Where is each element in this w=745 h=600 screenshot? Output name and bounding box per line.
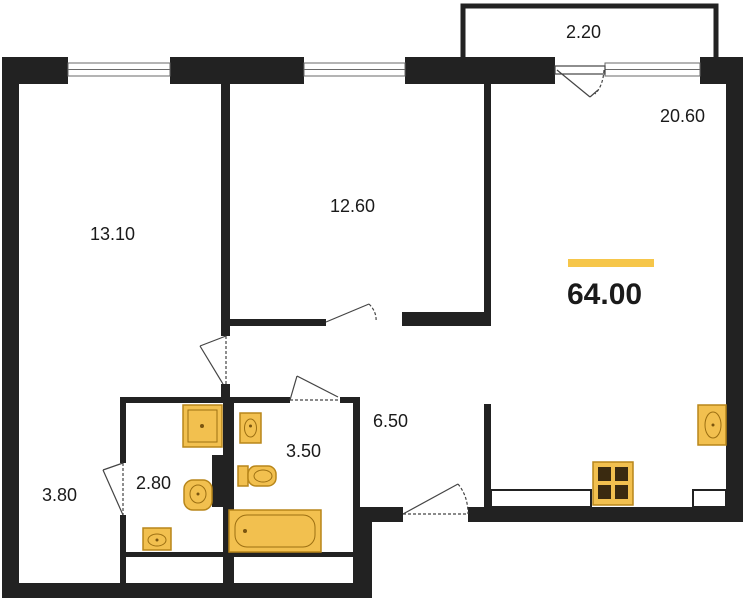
wall-north-segment xyxy=(170,57,304,84)
shower-tray-icon xyxy=(182,404,223,448)
windows xyxy=(67,62,701,77)
kitchen-counter xyxy=(490,489,592,508)
sink-icon xyxy=(239,412,262,444)
wall-living-south-divider xyxy=(484,404,491,522)
kitchen-counters xyxy=(490,489,727,508)
wall-north-segment xyxy=(2,57,68,84)
door-entry xyxy=(402,483,469,515)
wall-bedroom-2-south xyxy=(230,319,326,326)
hallway-area-label: 6.50 xyxy=(373,411,408,431)
living-area-label: 20.60 xyxy=(660,106,705,126)
balcony-area-label: 2.20 xyxy=(566,22,601,42)
window-bedroom-2 xyxy=(303,62,406,77)
door-bathroom xyxy=(289,375,340,401)
corridor-area-label: 3.80 xyxy=(42,485,77,505)
outer-walls xyxy=(2,57,743,598)
toilet-bowl-icon xyxy=(237,465,277,487)
fixtures xyxy=(142,404,727,553)
bathtub-icon xyxy=(228,509,322,553)
wall-east xyxy=(726,57,743,522)
stove-icon xyxy=(592,461,634,506)
door-bedroom-1 xyxy=(199,335,227,385)
kitchen-sink-icon xyxy=(697,404,727,446)
kitchen-counter xyxy=(692,489,727,508)
wall-north-segment xyxy=(405,57,555,84)
total-area-label: 64.00 xyxy=(567,278,642,311)
door-toilet xyxy=(102,462,124,516)
bedroom-1-area-label: 13.10 xyxy=(90,224,135,244)
door-bedroom-2 xyxy=(325,303,377,323)
door-balcony xyxy=(554,65,606,98)
wall-stub xyxy=(221,384,230,400)
wall-bath-east xyxy=(353,397,360,583)
wall-south-west xyxy=(2,583,372,598)
wall-wet-north-east xyxy=(340,397,360,403)
balcony-outline xyxy=(460,3,719,57)
wall-living-divider xyxy=(484,84,491,326)
toilet-bowl-icon xyxy=(183,479,213,511)
total-area-accent-bar xyxy=(568,259,654,267)
wall-bedroom-2-south-thick xyxy=(402,312,491,326)
wall-south-step xyxy=(358,507,372,598)
bedroom-2-area-label: 12.60 xyxy=(330,196,375,216)
toilet-area-label: 2.80 xyxy=(136,473,171,493)
window-living xyxy=(604,62,701,77)
wall-wet-north xyxy=(120,397,290,403)
interior-walls xyxy=(120,84,491,583)
wall-bedroom-divider xyxy=(221,84,230,326)
wall-west xyxy=(2,57,19,598)
area-labels: 2.20 20.60 12.60 13.10 6.50 3.50 2.80 3.… xyxy=(42,22,705,505)
doors xyxy=(102,65,606,516)
sink-icon xyxy=(142,527,172,551)
wall-stub xyxy=(221,326,230,336)
wall-toilet-west xyxy=(120,515,126,583)
wall-storage-line xyxy=(126,552,356,557)
window-bedroom-1 xyxy=(67,62,171,77)
wall-toilet-west xyxy=(120,397,126,463)
bathroom-area-label: 3.50 xyxy=(286,441,321,461)
wall-service-shaft xyxy=(212,455,234,507)
wall-south-east xyxy=(468,507,743,522)
